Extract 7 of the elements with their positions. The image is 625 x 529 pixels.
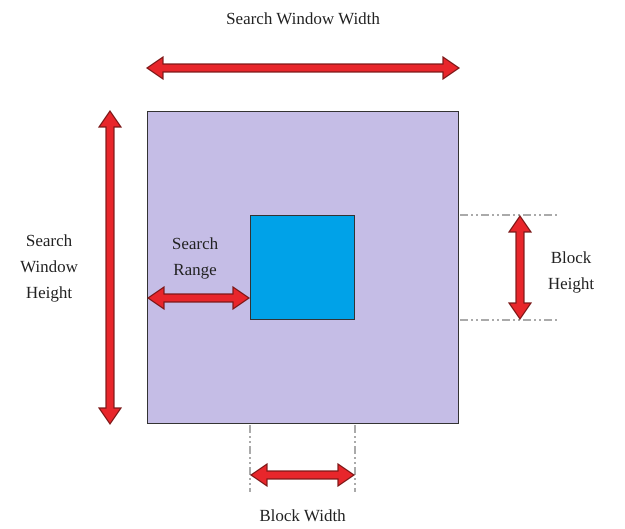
dimension-label: Search Range <box>170 233 220 281</box>
search-window-rect <box>147 111 459 424</box>
block-rect <box>250 215 355 320</box>
dimension-label: Block Height <box>546 247 596 295</box>
dimension-label: Search Window Width <box>225 8 381 30</box>
dimension-label: Block Width <box>258 505 347 527</box>
dimension-label: Search Window Height <box>19 230 79 304</box>
